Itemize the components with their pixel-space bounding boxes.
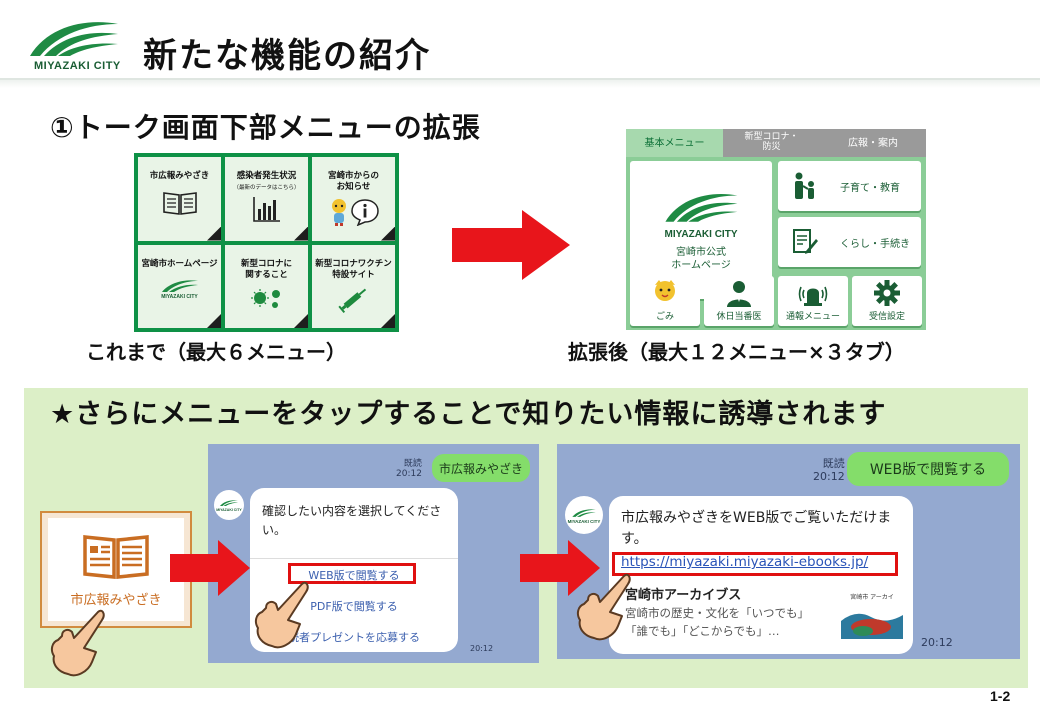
- old-menu-item-koho[interactable]: 市広報みやざき: [138, 157, 221, 241]
- reply-time: 20:12: [921, 636, 953, 649]
- link-preview[interactable]: 宮崎市アーカイブス 宮崎市の歴史・文化を「いつでも」「誰でも」「どこからでも」……: [609, 580, 913, 654]
- landscape-thumbnail-icon: [841, 613, 903, 639]
- tab-corona-disaster[interactable]: 新型コロナ・ 防災: [723, 129, 820, 157]
- old-rich-menu: 市広報みやざき 感染者発生状況 （最新のデータはこちら） 宮崎市からの お知らせ: [134, 153, 399, 332]
- old-menu-caption: これまで（最大６メニュー）: [86, 340, 346, 364]
- new-menu-childcare-button[interactable]: 子育て・教育: [778, 161, 921, 211]
- new-menu-settings-button[interactable]: 受信設定: [852, 276, 922, 326]
- pointing-hand-icon: [50, 609, 105, 677]
- section1-title: ①トーク画面下部メニューの拡張: [50, 111, 481, 144]
- bot-avatar: MIYAZAKI CITY: [214, 490, 244, 520]
- reply-time: 20:12: [470, 644, 494, 653]
- big-arrow-icon: [452, 210, 570, 280]
- pointing-hand-icon: [254, 581, 309, 649]
- info-icon: [350, 199, 379, 227]
- tab-pr-guide[interactable]: 広報・案内: [820, 129, 926, 157]
- pointing-hand-icon: [576, 573, 631, 641]
- new-menu-doctor-button[interactable]: 休日当番医: [704, 276, 774, 326]
- syringe-icon: [337, 288, 366, 313]
- section2-title: ★さらにメニューをタップすることで知りたい情報に誘導されます: [50, 399, 887, 430]
- my-message-bubble: 市広報みやざき: [432, 454, 530, 482]
- mascot-icon: [655, 280, 675, 301]
- bar-chart-icon: [252, 197, 280, 222]
- new-menu-living-button[interactable]: くらし・手続き: [778, 217, 921, 267]
- mascot-icon: [331, 199, 346, 227]
- my-message-bubble: WEB版で閲覧する: [847, 452, 1009, 486]
- old-menu-item-corona[interactable]: 新型コロナに 関すること: [225, 244, 308, 328]
- bot-avatar: MIYAZAKI CITY: [565, 496, 603, 534]
- doctor-icon: [727, 281, 751, 307]
- header-divider: [0, 78, 1040, 88]
- family-icon: [795, 172, 814, 199]
- new-menu-caption: 拡張後（最大１２メニュー×３タブ）: [568, 340, 905, 364]
- option-pdf-view[interactable]: PDF版で閲覧する: [310, 600, 398, 613]
- new-menu-report-button[interactable]: 通報メニュー: [778, 276, 848, 326]
- step-arrow-icon: [170, 540, 250, 596]
- city-logo-icon: [161, 279, 198, 292]
- city-logo-icon: [220, 500, 238, 506]
- option-reader-present[interactable]: 読者プレゼントを応募する: [288, 631, 420, 644]
- gear-icon: [874, 280, 900, 306]
- step-arrow-icon: [520, 540, 600, 596]
- old-menu-item-vaccine[interactable]: 新型コロナワクチン 特設サイト: [312, 244, 395, 328]
- preview-thumbnail: 宮崎市 アーカイ: [841, 588, 903, 640]
- book-icon: [162, 192, 197, 215]
- city-logo-icon: [572, 508, 596, 517]
- ebook-link[interactable]: https://miyazaki.miyazaki-ebooks.jp/: [621, 554, 869, 570]
- koho-menu-card-label: 市広報みやざき: [70, 593, 162, 608]
- page-number: 1-2: [990, 688, 1011, 704]
- old-menu-item-homepage[interactable]: 宮崎市ホームページ MIYAZAKI CITY: [138, 244, 221, 328]
- logo-text: MIYAZAKI CITY: [34, 60, 121, 72]
- virus-icon: [250, 288, 280, 308]
- form-icon: [793, 229, 818, 254]
- siren-icon: [798, 286, 828, 306]
- city-logo-icon: [26, 16, 121, 64]
- old-menu-item-news[interactable]: 宮崎市からの お知らせ: [312, 157, 395, 241]
- highlight-web-option: [288, 563, 416, 584]
- koho-menu-card-face[interactable]: 市広報みやざき: [48, 518, 184, 621]
- option-web-view[interactable]: WEB版で閲覧する: [308, 569, 400, 582]
- new-menu-garbage-button[interactable]: ごみ: [630, 276, 700, 326]
- tab-basic-menu[interactable]: 基本メニュー: [626, 129, 723, 157]
- old-menu-item-infection[interactable]: 感染者発生状況 （最新のデータはこちら）: [225, 157, 308, 241]
- city-logo-icon: [665, 193, 738, 222]
- new-rich-menu: 基本メニュー 新型コロナ・ 防災 広報・案内 MIYAZAKI CITY 宮崎市…: [626, 129, 926, 330]
- page-title: 新たな機能の紹介: [143, 36, 431, 76]
- highlight-link: [612, 552, 898, 576]
- book-icon: [83, 535, 149, 579]
